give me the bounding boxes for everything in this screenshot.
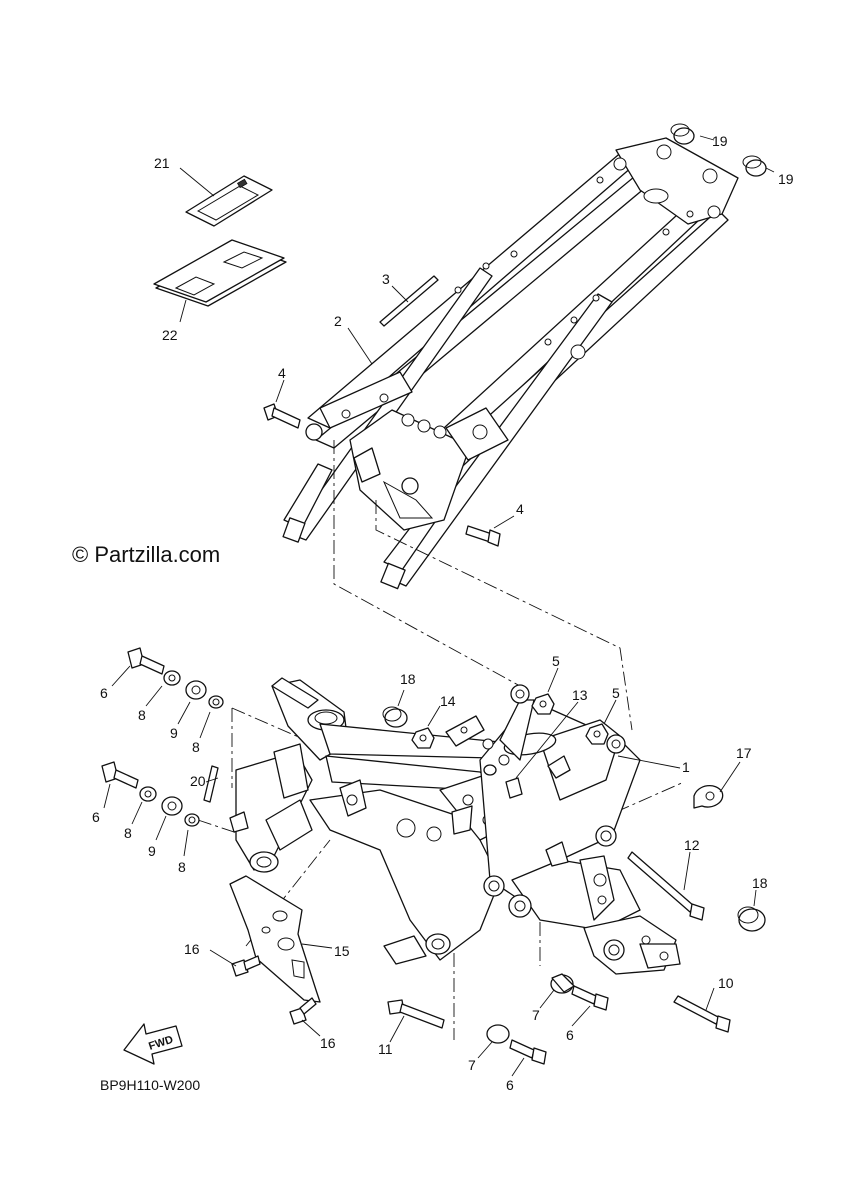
part-12-long-bolt [627,851,705,921]
callout-1: 1 [682,759,690,775]
callout-19a: 19 [712,133,728,149]
callout-19b: 19 [778,171,794,187]
part-6-bolt-right [571,985,609,1011]
part-1-main-frame [229,677,681,975]
callout-8c: 8 [124,825,132,841]
part-8-washer-upper-a [163,670,181,686]
part-8-washer-upper-b [208,695,224,709]
callout-numbers: 21 22 3 2 4 4 19 19 6 8 9 8 20 6 8 9 8 1… [92,133,794,1093]
part-18-collar-lower [737,906,766,932]
leader-lines [103,135,775,1077]
part-3-strip [379,275,439,327]
callout-20: 20 [190,773,206,789]
part-6-bolt-lower [101,761,139,789]
callout-16a: 16 [184,941,200,957]
callout-18b: 18 [752,875,768,891]
part-6-bolt-upper [127,647,165,675]
callout-6c: 6 [566,1027,574,1043]
callout-6a: 6 [100,685,108,701]
part-5-nut-b [585,723,609,745]
part-9-spacer-upper [185,680,207,700]
part-5-nut-a [531,693,555,715]
part-20-strip [203,765,219,803]
callout-10: 10 [718,975,734,991]
part-15-plate [229,875,321,1003]
part-4-bolt-a [263,403,301,429]
part-11-bolt [387,999,445,1029]
part-4-bolt-b [465,525,501,547]
callout-15: 15 [334,943,350,959]
callout-8b: 8 [192,739,200,755]
callout-11: 11 [378,1041,393,1057]
callout-3: 3 [382,271,390,287]
part-10-bolt [673,995,731,1033]
callout-5b: 5 [612,685,620,701]
callout-21: 21 [154,155,170,171]
part-19-cap-a [670,123,695,145]
callout-4b: 4 [516,501,524,517]
callout-13: 13 [572,687,588,703]
callout-8d: 8 [178,859,186,875]
callout-9a: 9 [170,725,178,741]
part-21-label [185,175,273,227]
watermark: © Partzilla.com [72,542,220,567]
callout-8a: 8 [138,707,146,723]
fwd-arrow-icon: FWD [123,1023,183,1065]
callout-14: 14 [440,693,456,709]
part-17-clip [693,785,724,809]
part-14-nut [411,727,435,749]
callout-7a: 7 [532,1007,540,1023]
part-7-collar-right [550,973,575,994]
part-6-bolt-center [509,1039,547,1065]
callout-6b: 6 [92,809,100,825]
part-18-collar-upper [382,706,408,728]
callout-5a: 5 [552,653,560,669]
callout-6d: 6 [506,1077,514,1093]
part-2-rear-frame [282,137,739,590]
callout-12: 12 [684,837,700,853]
callout-18a: 18 [400,671,416,687]
part-8-washer-lower-a [139,786,157,802]
part-22-booklet [153,239,287,307]
part-8-washer-lower-b [184,813,200,827]
part-16-bolt-b [289,997,317,1025]
callout-9b: 9 [148,843,156,859]
callout-4a: 4 [278,365,286,381]
callout-16b: 16 [320,1035,336,1051]
part-19-cap-b [742,155,767,177]
part-7-collar-center [486,1024,510,1044]
part-16-bolt-a [231,955,261,977]
diagram-code: BP9H110-W200 [100,1077,200,1093]
callout-2: 2 [334,313,342,329]
part-9-spacer-lower [161,796,183,816]
part-13-bolt [483,764,523,799]
callout-22: 22 [162,327,178,343]
callout-17: 17 [736,745,752,761]
callout-7b: 7 [468,1057,476,1073]
